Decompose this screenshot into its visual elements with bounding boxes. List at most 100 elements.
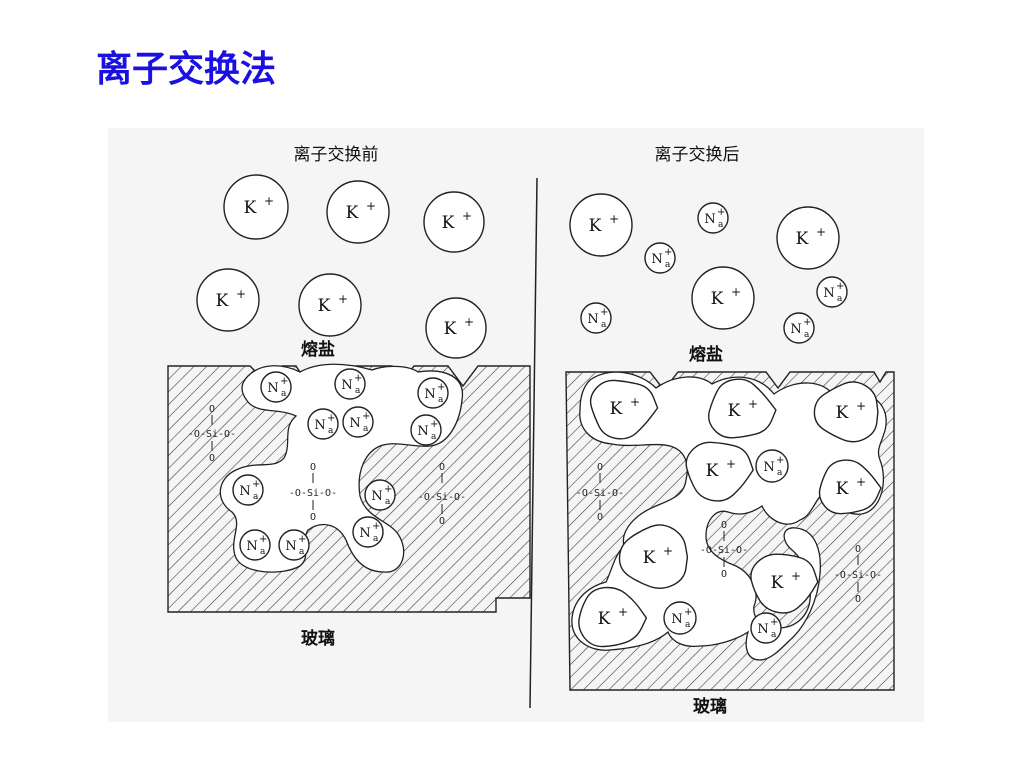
na-ion-charge: +: [770, 617, 778, 628]
ion-outline: [260, 371, 292, 403]
na-ion-subscript: a: [804, 330, 810, 340]
silicate-left-3: O -O-Si-O- O: [418, 462, 466, 527]
na-ion-label: N: [349, 416, 360, 431]
na-ion-label: N: [763, 460, 774, 475]
ion-outline: [697, 202, 729, 234]
svg-text:O: O: [721, 520, 727, 531]
na-ion-label: N: [285, 539, 296, 554]
na-ion-subscript: a: [260, 547, 266, 557]
silicate-right-2: O -O-Si-O- O: [700, 520, 748, 580]
silicate-right-1: O -O-Si-O- O: [576, 462, 624, 523]
k-ion-charge: +: [464, 315, 474, 329]
na-ion-subscript: a: [385, 497, 391, 507]
svg-text:O: O: [310, 462, 316, 473]
na-ion-subscript: a: [373, 534, 379, 544]
ion-outline: [196, 268, 260, 332]
k-ion-charge: +: [748, 397, 758, 411]
k-ion-label: K: [598, 609, 611, 629]
ion-outline: [750, 612, 782, 644]
ion-outline: [750, 553, 819, 614]
na-ion-label: N: [341, 378, 352, 393]
na-ion-label: N: [371, 489, 382, 504]
ion-outline: [352, 516, 384, 548]
na-ion-charge: +: [803, 317, 811, 328]
na-ion-subscript: a: [355, 386, 361, 396]
ion-outline: [364, 479, 396, 511]
ion-outline: [818, 459, 882, 515]
na-ion-subscript: a: [718, 220, 724, 230]
k-ion: K+: [569, 193, 633, 257]
k-ion-label: K: [771, 573, 784, 593]
svg-text:-O-Si-O-: -O-Si-O-: [188, 429, 236, 440]
ion-outline: [663, 601, 697, 635]
ion-outline: [278, 529, 310, 561]
na-ion-label: N: [823, 286, 834, 301]
na-ion-label: N: [246, 539, 257, 554]
na-ion-charge: +: [836, 281, 844, 292]
ion-outline: [423, 191, 485, 253]
svg-text:O: O: [209, 404, 215, 415]
k-ion-charge: +: [264, 194, 274, 208]
ion-outline: [223, 174, 289, 240]
na-ion-label: N: [651, 252, 662, 267]
na-ion-charge: +: [372, 521, 380, 532]
k-ion-charge: +: [663, 544, 673, 558]
na-ion-label: N: [267, 381, 278, 396]
na-ion-charge: +: [298, 534, 306, 545]
k-ion-charge: +: [236, 287, 246, 301]
na-ion-subscript: a: [281, 389, 287, 399]
k-ion-charge: +: [630, 395, 640, 409]
glass-right-label: 玻璃: [693, 696, 727, 717]
na-ion-subscript: a: [253, 492, 259, 502]
silicate-left-1: O -O-Si-O- O: [188, 404, 236, 464]
k-ion-label: K: [318, 296, 331, 316]
k-ion-label: K: [796, 229, 809, 249]
ion-outline: [580, 302, 612, 334]
k-ion-charge: +: [338, 292, 348, 306]
k-ion-label: K: [444, 319, 457, 339]
k-ion-charge: +: [726, 457, 736, 471]
ion-outline: [644, 242, 676, 274]
k-ion-label: K: [836, 403, 849, 423]
slide-title: 离子交换法: [96, 48, 277, 90]
glass-left: O -O-Si-O- O O -O-Si-O- O O -O-Si-O- O: [167, 363, 531, 613]
ion-outline: [816, 276, 848, 308]
na-ion-charge: +: [684, 607, 692, 618]
k-ion-label: K: [346, 203, 359, 223]
divider-line: [529, 177, 538, 709]
k-ion: K+: [298, 273, 362, 337]
k-ion-label: K: [711, 289, 724, 309]
k-ion: K+: [578, 586, 648, 648]
na-ion-subscript: a: [438, 395, 444, 405]
ion-outline: [410, 414, 442, 446]
k-ion: K+: [776, 206, 840, 270]
na-ion-label: N: [424, 387, 435, 402]
glass-right: O -O-Si-O- O O -O-Si-O- O O -O-Si-O- O: [565, 371, 895, 691]
k-ion-label: K: [706, 461, 719, 481]
k-ion: K+: [589, 379, 659, 440]
k-ion-charge: +: [618, 605, 628, 619]
svg-text:O: O: [439, 516, 445, 527]
na-ion-charge: +: [354, 373, 362, 384]
k-ion: K+: [425, 297, 487, 359]
k-ion: K+: [685, 441, 754, 502]
ion-outline: [307, 408, 339, 440]
na-ion-subscript: a: [431, 432, 437, 442]
na-ion-subscript: a: [363, 424, 369, 434]
na-ion-charge: +: [252, 479, 260, 490]
k-ion-charge: +: [609, 212, 619, 226]
na-ion-subscript: a: [299, 547, 305, 557]
ion-outline: [783, 312, 815, 344]
